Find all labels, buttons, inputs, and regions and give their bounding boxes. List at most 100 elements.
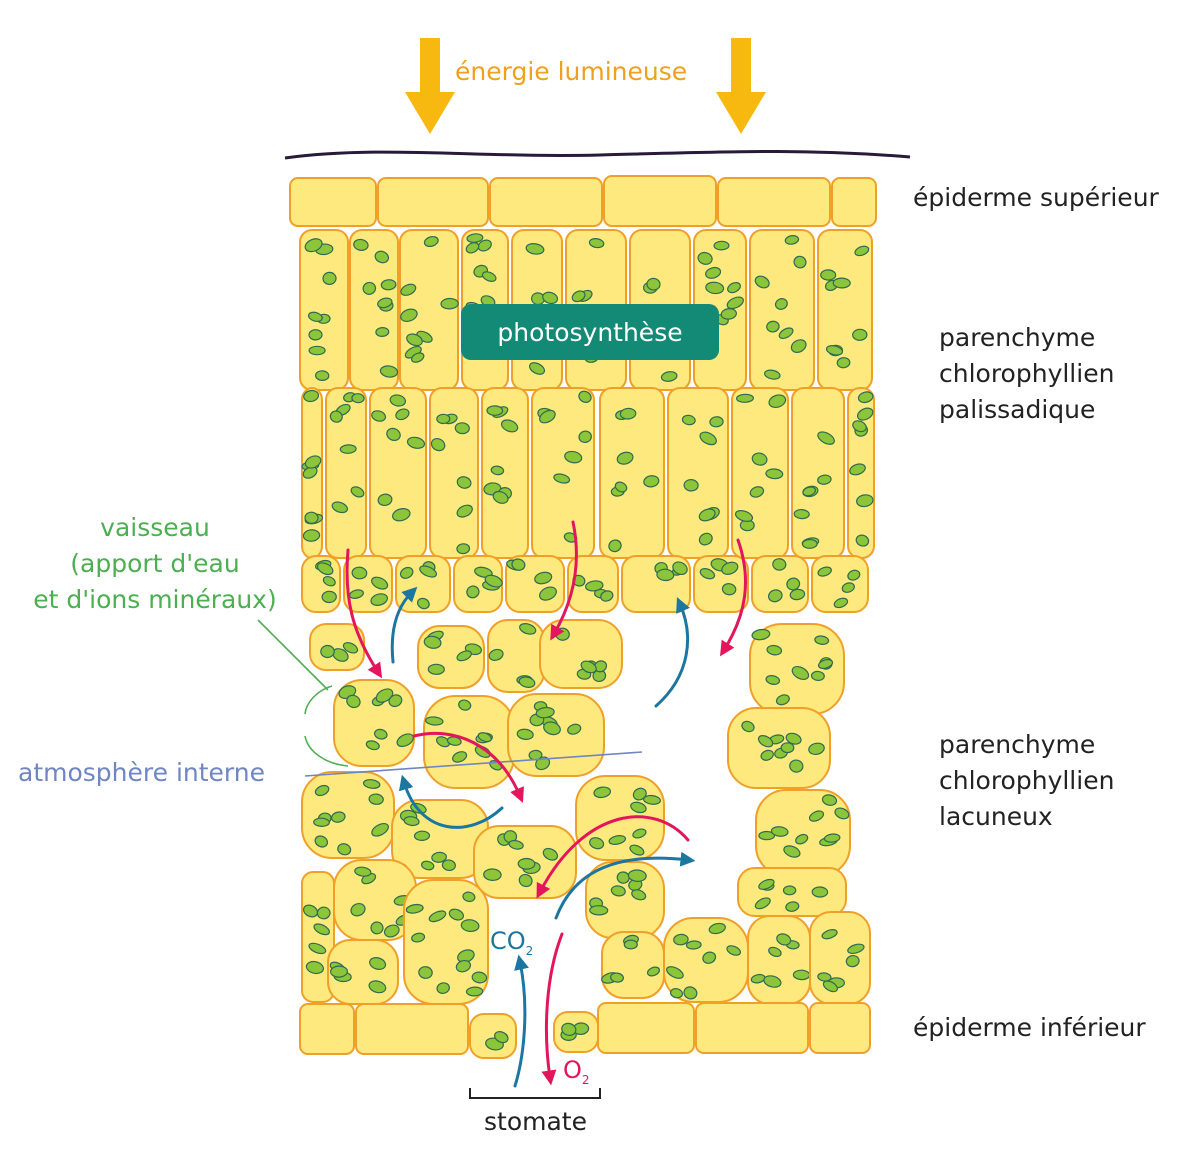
chloroplast: [370, 921, 384, 935]
chloroplast: [308, 329, 323, 341]
chloroplast: [423, 635, 442, 649]
chloroplast: [427, 663, 445, 675]
chloroplast: [766, 320, 780, 333]
chloroplast: [490, 465, 505, 476]
chloroplast: [765, 675, 781, 685]
chloroplast: [330, 965, 348, 978]
chloroplast: [721, 561, 739, 575]
chloroplast: [386, 427, 401, 442]
chloroplast: [316, 562, 334, 576]
chloroplast: [395, 408, 410, 421]
palisade-label-line2: chlorophyllien: [939, 359, 1115, 388]
chloroplast: [405, 903, 424, 914]
chloroplast: [508, 839, 524, 850]
light-arrow-right: [716, 38, 766, 134]
chloroplast: [789, 588, 806, 601]
chloroplast: [377, 297, 393, 309]
chloroplast: [304, 455, 322, 469]
chloroplast: [669, 988, 684, 999]
chloroplast: [500, 419, 519, 433]
palisade-cell: [567, 555, 619, 613]
chloroplast: [466, 585, 480, 599]
chloroplast: [516, 728, 534, 740]
chloroplast: [660, 371, 678, 382]
chloroplast: [430, 437, 446, 452]
palisade-label-line1: parenchyme: [939, 323, 1096, 352]
chloroplast: [749, 486, 765, 498]
chloroplast: [793, 255, 807, 269]
chloroplast: [768, 394, 787, 409]
chloroplast: [354, 866, 372, 877]
chloroplast: [765, 468, 784, 480]
chloroplast: [821, 794, 838, 806]
chloroplast: [435, 736, 451, 748]
chloroplast: [428, 910, 447, 923]
chloroplast: [481, 271, 497, 282]
chloroplast: [534, 571, 553, 585]
chloroplast: [460, 919, 480, 933]
spongy-cell: [327, 939, 399, 1005]
chloroplast: [406, 333, 423, 347]
vessel-label-line1: vaisseau: [100, 513, 210, 542]
lower-epidermis-label: épiderme inférieur: [913, 1013, 1146, 1042]
spongy-cell: [663, 917, 749, 1003]
chloroplast: [832, 277, 851, 289]
chloroplast: [351, 566, 368, 580]
chloroplast: [303, 389, 320, 403]
chloroplast: [852, 420, 867, 433]
chloroplast: [823, 833, 841, 843]
chloroplast: [646, 966, 661, 977]
chloroplast: [484, 574, 503, 588]
palisade-cell: [301, 555, 341, 613]
chloroplast: [389, 394, 407, 407]
chloroplast: [608, 835, 627, 845]
chloroplast: [313, 923, 330, 936]
chloroplast: [322, 271, 337, 286]
chloroplast: [322, 575, 336, 587]
spongy-cell: [737, 867, 847, 917]
lower-epidermis: [299, 1002, 871, 1055]
chloroplast: [474, 566, 493, 578]
spongy-cell: [585, 861, 665, 939]
chloroplast: [488, 648, 504, 661]
chloroplast: [448, 908, 465, 921]
chloroplast: [852, 328, 868, 341]
chloroplast: [314, 835, 329, 848]
chloroplast: [571, 290, 586, 303]
chloroplast: [789, 759, 804, 773]
chloroplast: [413, 830, 431, 842]
vessel-label-line2: (apport d'eau: [70, 549, 240, 578]
spongy-cell: [487, 619, 545, 693]
chloroplast: [629, 844, 645, 856]
chloroplast: [685, 940, 702, 950]
chloroplast: [561, 1022, 577, 1037]
chloroplast: [698, 532, 713, 546]
palisade-cell: [751, 555, 809, 613]
chloroplast: [763, 975, 782, 988]
chloroplast: [525, 243, 545, 255]
chloroplast: [763, 369, 781, 380]
chloroplast: [758, 878, 775, 890]
chloroplast: [708, 922, 726, 935]
chloroplast: [790, 339, 807, 353]
chloroplast: [419, 565, 438, 578]
chloroplast: [775, 694, 790, 706]
spongy-parenchyma: [301, 619, 871, 1005]
chloroplast: [350, 902, 366, 917]
chloroplast: [528, 362, 546, 375]
chloroplast: [811, 886, 829, 898]
chloroplast: [786, 577, 801, 591]
chloroplast: [770, 826, 789, 837]
chloroplast: [808, 742, 825, 756]
chloroplast: [713, 240, 730, 251]
chloroplast: [627, 869, 647, 883]
stomate-label: stomate: [484, 1107, 587, 1136]
chloroplast: [600, 590, 614, 602]
chloroplast: [683, 986, 698, 1000]
chloroplast: [795, 833, 809, 845]
chloroplast: [518, 676, 536, 688]
chloroplast: [672, 561, 688, 576]
chloroplast: [683, 478, 699, 492]
chloroplast: [539, 409, 556, 424]
chloroplast: [518, 873, 533, 888]
